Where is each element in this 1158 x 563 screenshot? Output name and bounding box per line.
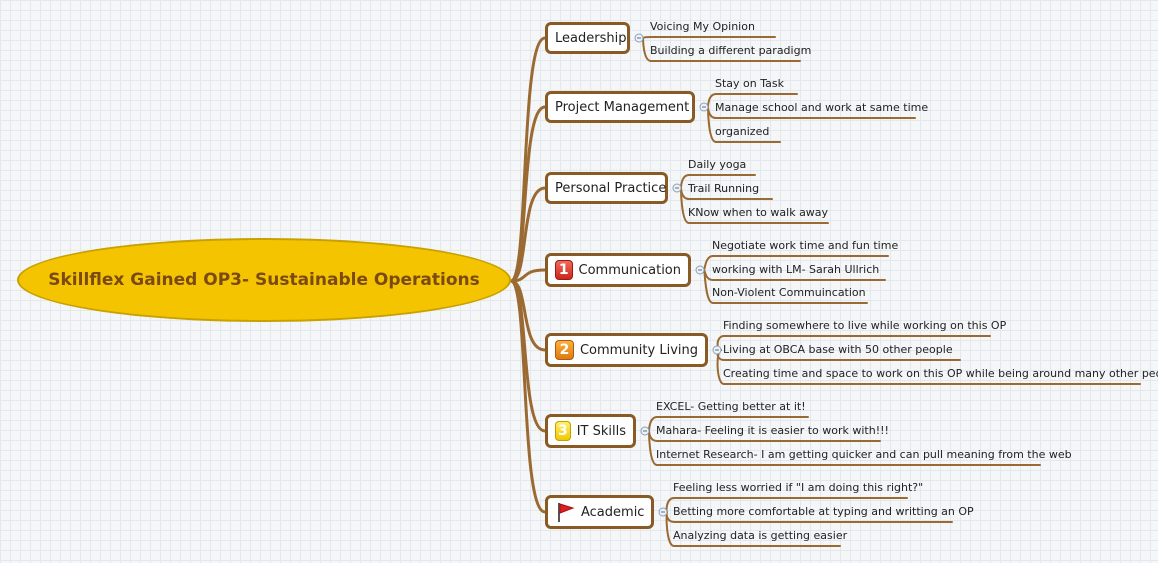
central-topic[interactable]: Skillflex Gained OP3- Sustainable Operat…: [17, 238, 511, 322]
priority-1-icon: 1: [555, 260, 573, 280]
topic-personal-practice[interactable]: Personal Practice: [545, 172, 668, 204]
topic-label: Project Management: [555, 99, 690, 115]
topic-leadership[interactable]: Leadership: [545, 22, 630, 54]
subtopic-label[interactable]: Voicing My Opinion: [650, 20, 755, 33]
flag-icon: [555, 502, 575, 522]
subtopic-label[interactable]: Living at OBCA base with 50 other people: [723, 343, 953, 356]
priority-2-icon: 2: [555, 340, 574, 360]
branch-connector: [509, 186, 547, 283]
subtopic-label[interactable]: Daily yoga: [688, 158, 747, 171]
topic-label: Academic: [581, 504, 645, 520]
topic-label: Personal Practice: [555, 180, 667, 196]
subtopic-label[interactable]: Stay on Task: [715, 77, 784, 90]
topic-label: Communication: [578, 262, 681, 278]
subtopic-label[interactable]: Non-Violent Commuincation: [712, 286, 866, 299]
subtopic-label[interactable]: Building a different paradigm: [650, 44, 812, 57]
topic-it-skills[interactable]: 3 IT Skills: [545, 414, 636, 448]
topic-academic[interactable]: Academic: [545, 495, 654, 529]
priority-3-icon: 3: [555, 421, 571, 441]
subtopic-label[interactable]: organized: [715, 125, 770, 138]
topic-project-management[interactable]: Project Management: [545, 91, 695, 123]
subtopic-label[interactable]: working with LM- Sarah Ullrich: [712, 263, 880, 276]
subtopic-label[interactable]: Mahara- Feeling it is easier to work wit…: [656, 424, 889, 437]
topic-label: Community Living: [579, 342, 698, 358]
subtopic-label[interactable]: Creating time and space to work on this …: [723, 367, 1158, 380]
topic-communication[interactable]: 1 Communication: [545, 253, 691, 287]
subtopic-connector: [642, 36, 652, 39]
subtopic-label[interactable]: KNow when to walk away: [688, 206, 829, 219]
branch-connector: [509, 279, 547, 433]
branch-connector: [509, 105, 547, 283]
topic-label: IT Skills: [576, 423, 626, 439]
subtopic-label[interactable]: Analyzing data is getting easier: [673, 529, 848, 542]
central-topic-label: Skillflex Gained OP3- Sustainable Operat…: [48, 270, 480, 290]
subtopic-label[interactable]: Finding somewhere to live while working …: [723, 319, 1007, 332]
branch-connector: [509, 279, 547, 514]
topic-community-living[interactable]: 2 Community Living: [545, 333, 708, 367]
subtopic-label[interactable]: Trail Running: [688, 182, 760, 195]
subtopic-label[interactable]: Betting more comfortable at typing and w…: [673, 505, 974, 518]
subtopic-label[interactable]: Internet Research- I am getting quicker …: [656, 448, 1072, 461]
subtopic-label[interactable]: Feeling less worried if "I am doing this…: [673, 481, 924, 494]
subtopic-label[interactable]: Negotiate work time and fun time: [712, 239, 899, 252]
subtopic-label[interactable]: Manage school and work at same time: [715, 101, 929, 114]
subtopic-label[interactable]: EXCEL- Getting better at it!: [656, 400, 806, 413]
topic-label: Leadership: [555, 30, 627, 46]
